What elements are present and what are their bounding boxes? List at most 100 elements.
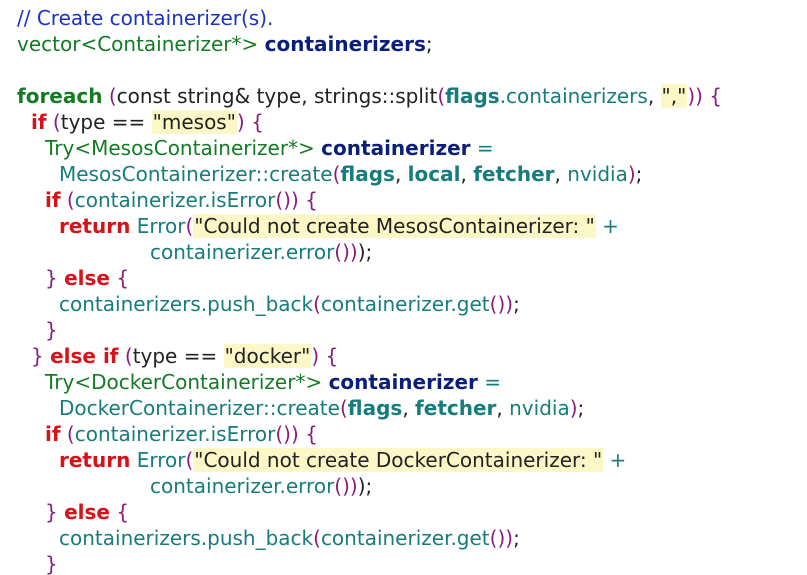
foreach-keyword: foreach <box>17 84 103 108</box>
paren: ( <box>124 344 133 368</box>
error-constructor: Error <box>136 214 186 238</box>
docker-string-literal: "docker" <box>223 344 312 368</box>
code-line-try-mesos: Try<MesosContainerizer*> containerizer = <box>0 135 494 161</box>
code-line-else-mesos: } else { <box>0 265 129 291</box>
flags-identifier: flags <box>347 396 403 420</box>
paren: ( <box>185 448 194 472</box>
paren: ()) <box>275 422 299 446</box>
brace: { <box>116 266 130 290</box>
if-keyword: if <box>45 422 61 446</box>
code-line-close-brace: } <box>0 317 58 343</box>
paren: ( <box>437 84 446 108</box>
paren: ()) <box>334 474 358 498</box>
containerizers-variable: containerizers <box>264 32 426 56</box>
push-back-call: containerizers.push_back <box>59 292 314 316</box>
error-constructor: Error <box>136 448 186 472</box>
paren: ) <box>236 110 245 134</box>
brace: { <box>305 188 318 212</box>
comma: , <box>394 162 408 186</box>
semicolon: ; <box>635 162 643 186</box>
return-keyword: return <box>59 448 131 472</box>
paren: ( <box>313 292 321 316</box>
code-line-close-brace: } <box>0 551 58 575</box>
const-string-type: const string& <box>116 84 251 108</box>
plus-operator: + <box>602 214 619 238</box>
try-mesos-type: Try<MesosContainerizer*> <box>45 136 315 160</box>
paren-close: ) <box>357 240 366 264</box>
paren: ( <box>52 110 61 134</box>
containerizer-variable: containerizer <box>321 136 471 160</box>
push-back-call: containerizers.push_back <box>59 526 314 550</box>
try-docker-type: Try<DockerContainerizer*> <box>45 370 323 394</box>
paren: ) <box>569 396 578 420</box>
is-error-call: containerizer.isError <box>74 188 276 212</box>
paren: ( <box>332 162 341 186</box>
code-line-push-back-mesos: containerizers.push_back(containerizer.g… <box>0 291 520 317</box>
paren: ( <box>339 396 348 420</box>
is-error-call: containerizer.isError <box>74 422 276 446</box>
code-line-if-mesos: if (type == "mesos") { <box>0 109 264 135</box>
code-line-if-error-docker: if (containerizer.isError()) { <box>0 421 318 447</box>
local-identifier: local <box>407 162 461 186</box>
brace: } <box>45 552 58 575</box>
paren: ()) <box>275 188 299 212</box>
mesos-create-call: MesosContainerizer::create <box>59 162 333 186</box>
code-line-return-docker: return Error("Could not create DockerCon… <box>0 447 626 473</box>
nvidia-identifier: nvidia <box>509 396 570 420</box>
containerizers-member: .containerizers <box>499 84 648 108</box>
comma: , <box>402 396 416 420</box>
docker-error-message: "Could not create DockerContainerizer: " <box>193 448 604 472</box>
semicolon: ; <box>577 396 585 420</box>
type-comparison: type == <box>132 344 218 368</box>
comma: , <box>554 162 568 186</box>
code-line-declaration: vector<Containerizer*> containerizers; <box>0 31 433 57</box>
code-line-else-docker: } else { <box>0 499 129 525</box>
paren: ( <box>66 188 75 212</box>
brace: } <box>31 344 44 368</box>
if-keyword: if <box>45 188 61 212</box>
paren: ( <box>313 526 321 550</box>
comma-string-literal: "," <box>660 84 688 108</box>
comma: , <box>647 84 661 108</box>
flags-identifier: flags <box>340 162 395 186</box>
containerizer-variable: containerizer <box>328 370 478 394</box>
semicolon: ; <box>365 474 373 498</box>
paren: )) <box>687 84 703 108</box>
paren: ) <box>311 344 320 368</box>
assign-operator: = <box>484 370 502 394</box>
brace: { <box>325 344 339 368</box>
else-keyword: else <box>64 500 110 524</box>
nvidia-identifier: nvidia <box>567 162 628 186</box>
paren: ) <box>627 162 636 186</box>
fetcher-identifier: fetcher <box>415 396 497 420</box>
semicolon: ; <box>365 240 373 264</box>
comment-text: // Create containerizer(s). <box>17 6 274 30</box>
comma: , <box>460 162 474 186</box>
brace: { <box>251 110 264 134</box>
mesos-string-literal: "mesos" <box>151 110 237 134</box>
get-call: containerizer.get <box>320 526 490 550</box>
if-keyword: if <box>31 110 47 134</box>
code-line-error-call-docker: containerizer.error())); <box>0 473 372 499</box>
plus-operator: + <box>609 448 627 472</box>
brace: { <box>305 422 318 446</box>
error-call: containerizer.error <box>150 474 335 498</box>
paren: ( <box>185 214 194 238</box>
code-line-docker-create: DockerContainerizer::create(flags, fetch… <box>0 395 584 421</box>
code-line-error-call-mesos: containerizer.error())); <box>0 239 372 265</box>
return-keyword: return <box>59 214 131 238</box>
paren: ()) <box>489 292 514 316</box>
else-keyword: else <box>64 266 110 290</box>
paren: ( <box>108 84 117 108</box>
docker-create-call: DockerContainerizer::create <box>59 396 340 420</box>
semicolon: ; <box>513 526 520 550</box>
error-call: containerizer.error <box>150 240 335 264</box>
brace: } <box>45 500 58 524</box>
mesos-error-message: "Could not create MesosContainerizer: " <box>193 214 596 238</box>
vector-type: vector<Containerizer*> <box>17 32 259 56</box>
flags-identifier: flags <box>445 84 500 108</box>
paren: ()) <box>489 526 514 550</box>
code-line-push-back-docker: containerizers.push_back(containerizer.g… <box>0 525 520 551</box>
split-call: strings::split <box>313 84 438 108</box>
